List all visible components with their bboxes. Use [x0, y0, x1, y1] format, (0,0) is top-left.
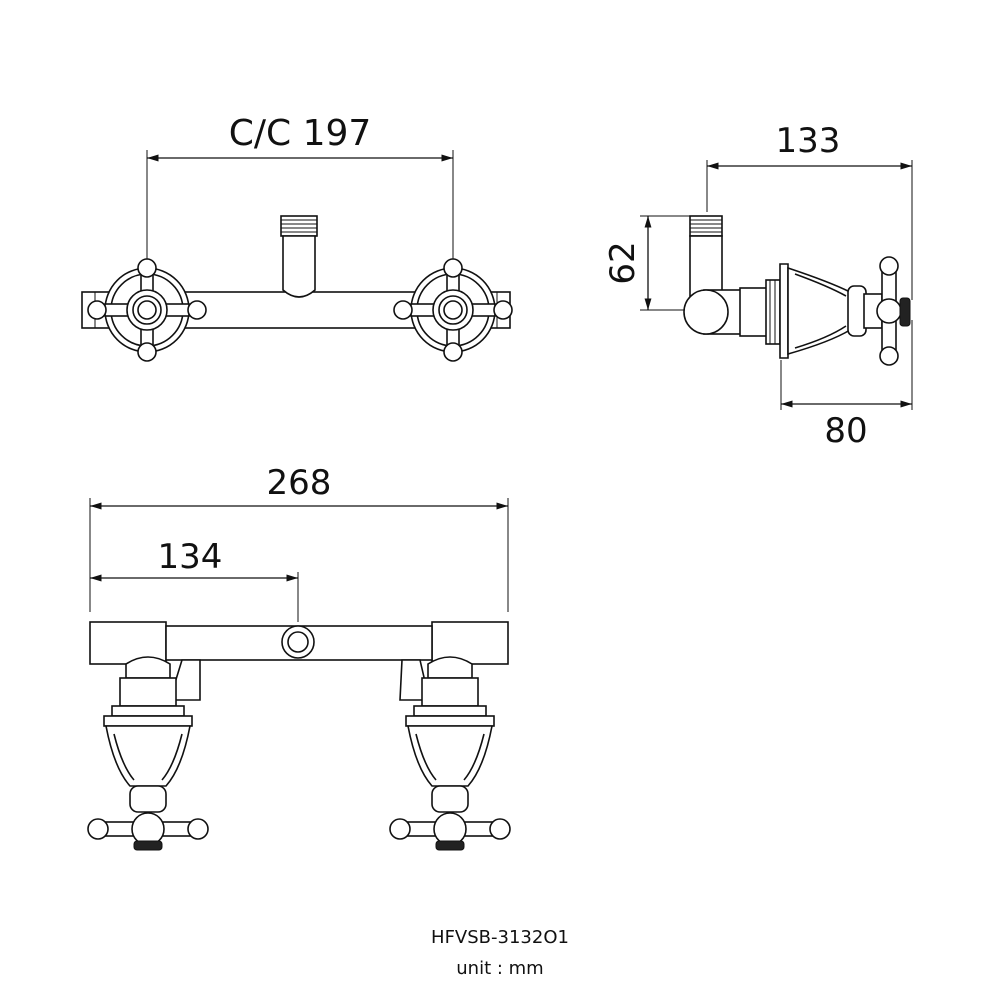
cc-dimension: C/C 197: [146, 113, 454, 300]
right-valve-body: [389, 656, 511, 851]
handle-dimension: 80: [780, 320, 913, 451]
model-number: HFVSB-3132O1: [431, 927, 569, 948]
half-width-dimension: 134: [90, 537, 299, 622]
top-view: 268 134: [87, 463, 511, 851]
total-width-dimension: 268: [89, 463, 509, 612]
left-valve-body: [87, 656, 209, 851]
unit-label: unit : mm: [456, 958, 543, 979]
total-width-label: 268: [267, 463, 332, 503]
half-width-label: 134: [158, 537, 223, 577]
side-view: 133 62 80: [603, 121, 913, 451]
front-view: C/C 197: [81, 113, 513, 362]
depth-dimension-label: 133: [776, 121, 841, 161]
height-dimension: 62: [603, 215, 690, 311]
left-cross-handle: [87, 258, 207, 362]
threaded-inlet: [280, 215, 318, 298]
cc-dimension-label: C/C 197: [229, 113, 372, 154]
height-dimension-label: 62: [603, 241, 643, 284]
right-cross-handle: [393, 258, 513, 362]
depth-dimension: 133: [706, 121, 913, 300]
handle-dimension-label: 80: [824, 411, 867, 451]
